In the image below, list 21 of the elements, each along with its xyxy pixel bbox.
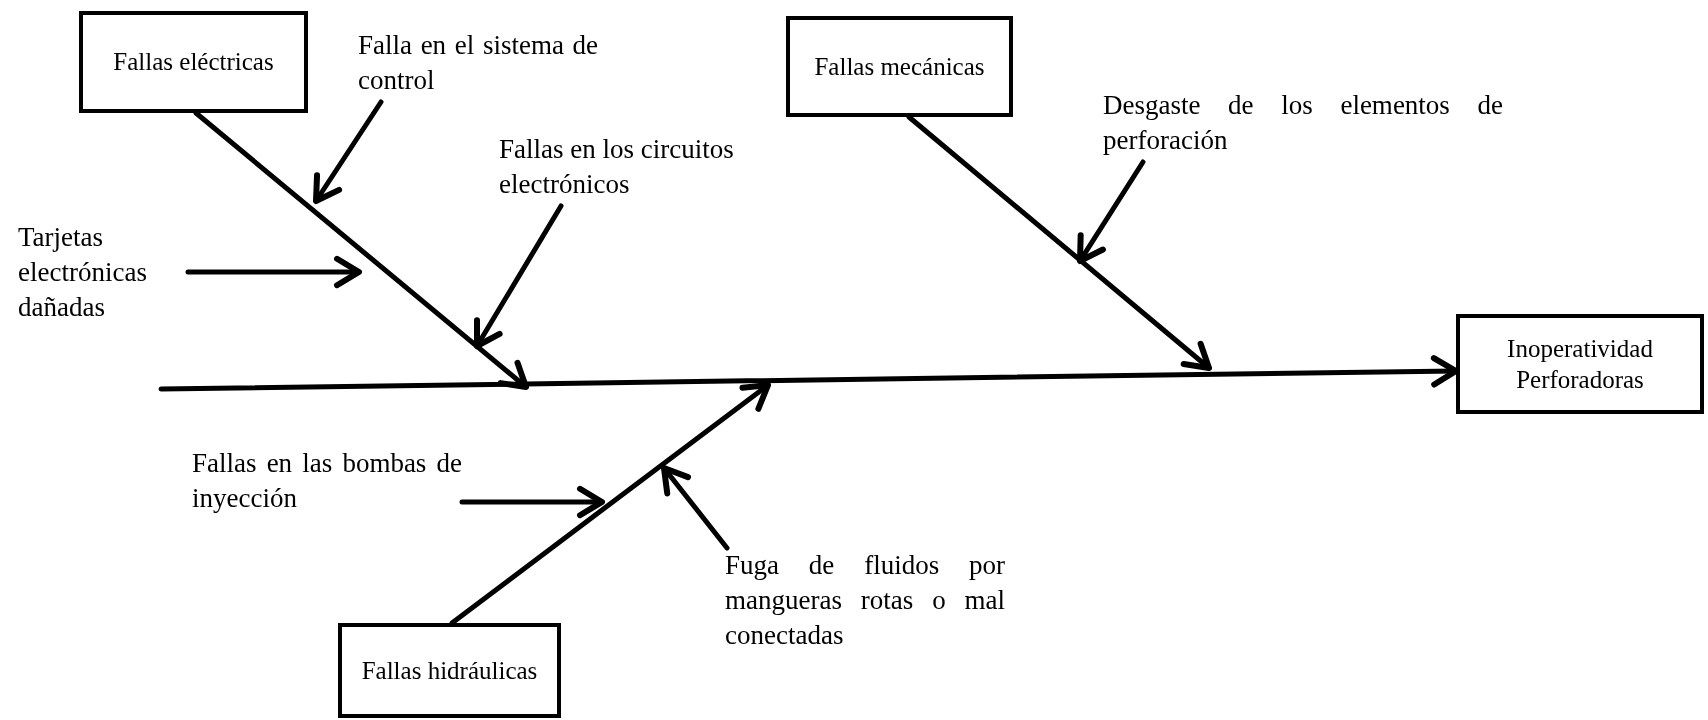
category-box	[786, 16, 1013, 117]
bone-arrow	[449, 382, 771, 626]
category-label: Fallas hidráulicas	[361, 655, 538, 686]
cause-text: Tarjetas electrónicas dañadas	[18, 220, 188, 328]
effect-box	[1456, 314, 1704, 414]
cause-arrow	[185, 255, 362, 289]
category-box	[338, 623, 561, 718]
category-box	[79, 11, 308, 113]
category-label: Fallas mecánicas	[814, 51, 985, 82]
cause-text: Falla en el sistema de control	[358, 28, 598, 102]
category-label: Fallas eléctricas	[113, 47, 274, 78]
cause-arrow	[661, 465, 730, 551]
effect-label: Inoperatividad Perforadoras	[1506, 333, 1654, 395]
cause-text: Fallas en las bombas de inyección	[192, 446, 462, 520]
cause-arrow	[1077, 159, 1146, 264]
cause-arrow	[313, 99, 384, 204]
cause-text: Desgaste de los elementos de perforación	[1103, 88, 1503, 162]
cause-text: Fallas en los circuitos electrónicos	[499, 132, 799, 206]
cause-text: Fuga de fluidos por mangueras rotas o mal conectadas	[725, 548, 1005, 656]
cause-arrow	[459, 485, 605, 519]
cause-arrow	[474, 203, 564, 349]
